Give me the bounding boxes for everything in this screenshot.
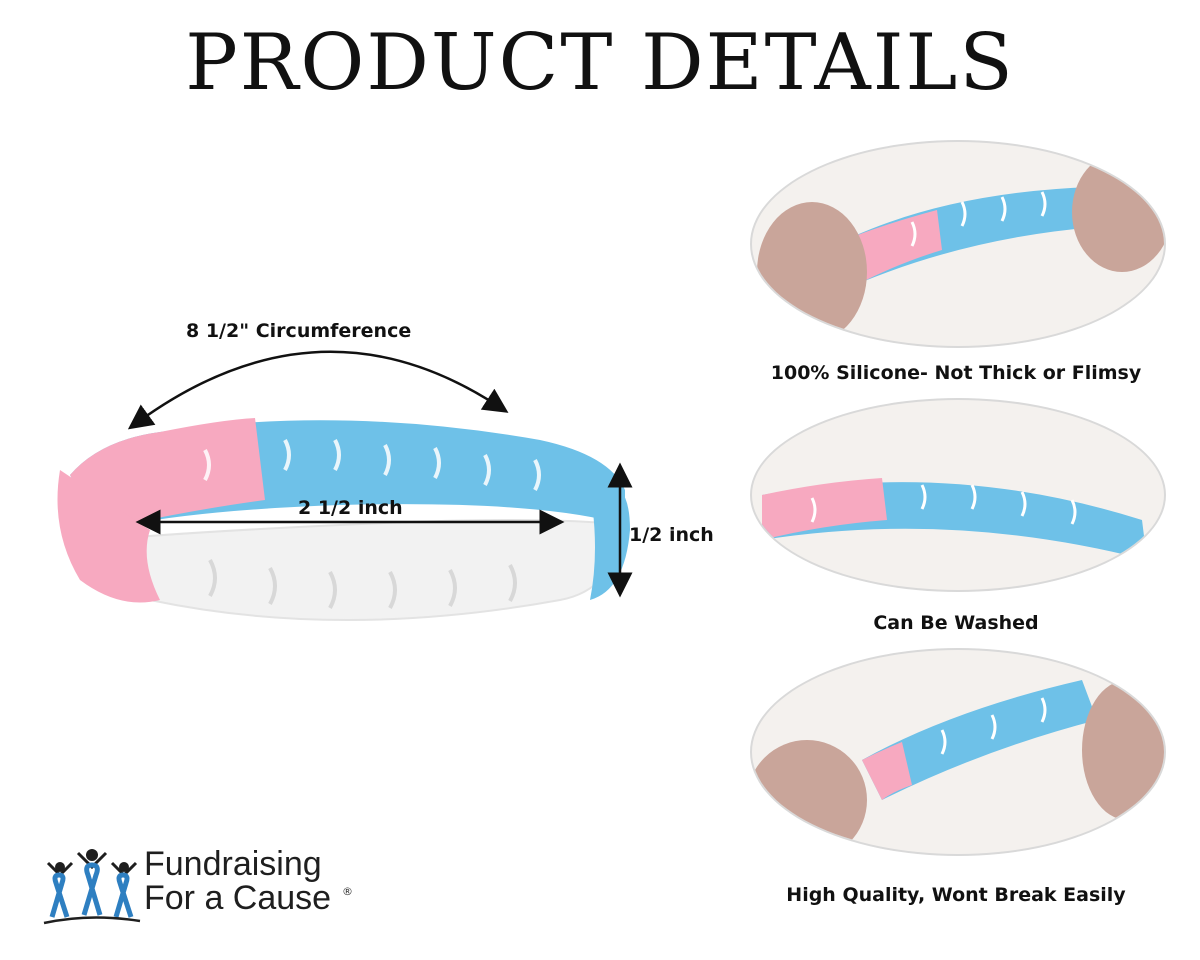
bracelet-left-pink (57, 470, 160, 603)
main-bracelet-figure: 8 1/2" Circumference 2 1/2 inch 1/2 inch (40, 300, 740, 660)
brand-name-line1: Fundraising (144, 845, 322, 883)
page-title: PRODUCT DETAILS (185, 18, 1015, 108)
feature-caption-quality: High Quality, Wont Break Easily (786, 884, 1126, 906)
height-label: 1/2 inch (629, 524, 714, 546)
registered-mark: ® (342, 885, 353, 898)
width-label: 2 1/2 inch (298, 497, 403, 519)
brand-logo: Fundraising For a Cause ® (40, 845, 370, 925)
bracelet-right-blue (590, 485, 630, 600)
feature-image-durable (750, 648, 1166, 856)
circumference-label: 8 1/2" Circumference (186, 320, 412, 342)
feature-caption-washed: Can Be Washed (873, 612, 1039, 634)
circumference-arrow (127, 350, 509, 430)
feature-image-stretch (750, 140, 1166, 348)
brand-name: Fundraising For a Cause (144, 847, 331, 915)
bracelet-back-pink (70, 418, 265, 530)
feature-image-washed (750, 398, 1166, 592)
feature-caption-silicone: 100% Silicone- Not Thick or Flimsy (770, 362, 1142, 384)
ribbon-people-icon (43, 849, 141, 925)
brand-name-line2: For a Cause (144, 879, 332, 917)
bracelet-illustration (57, 350, 633, 621)
